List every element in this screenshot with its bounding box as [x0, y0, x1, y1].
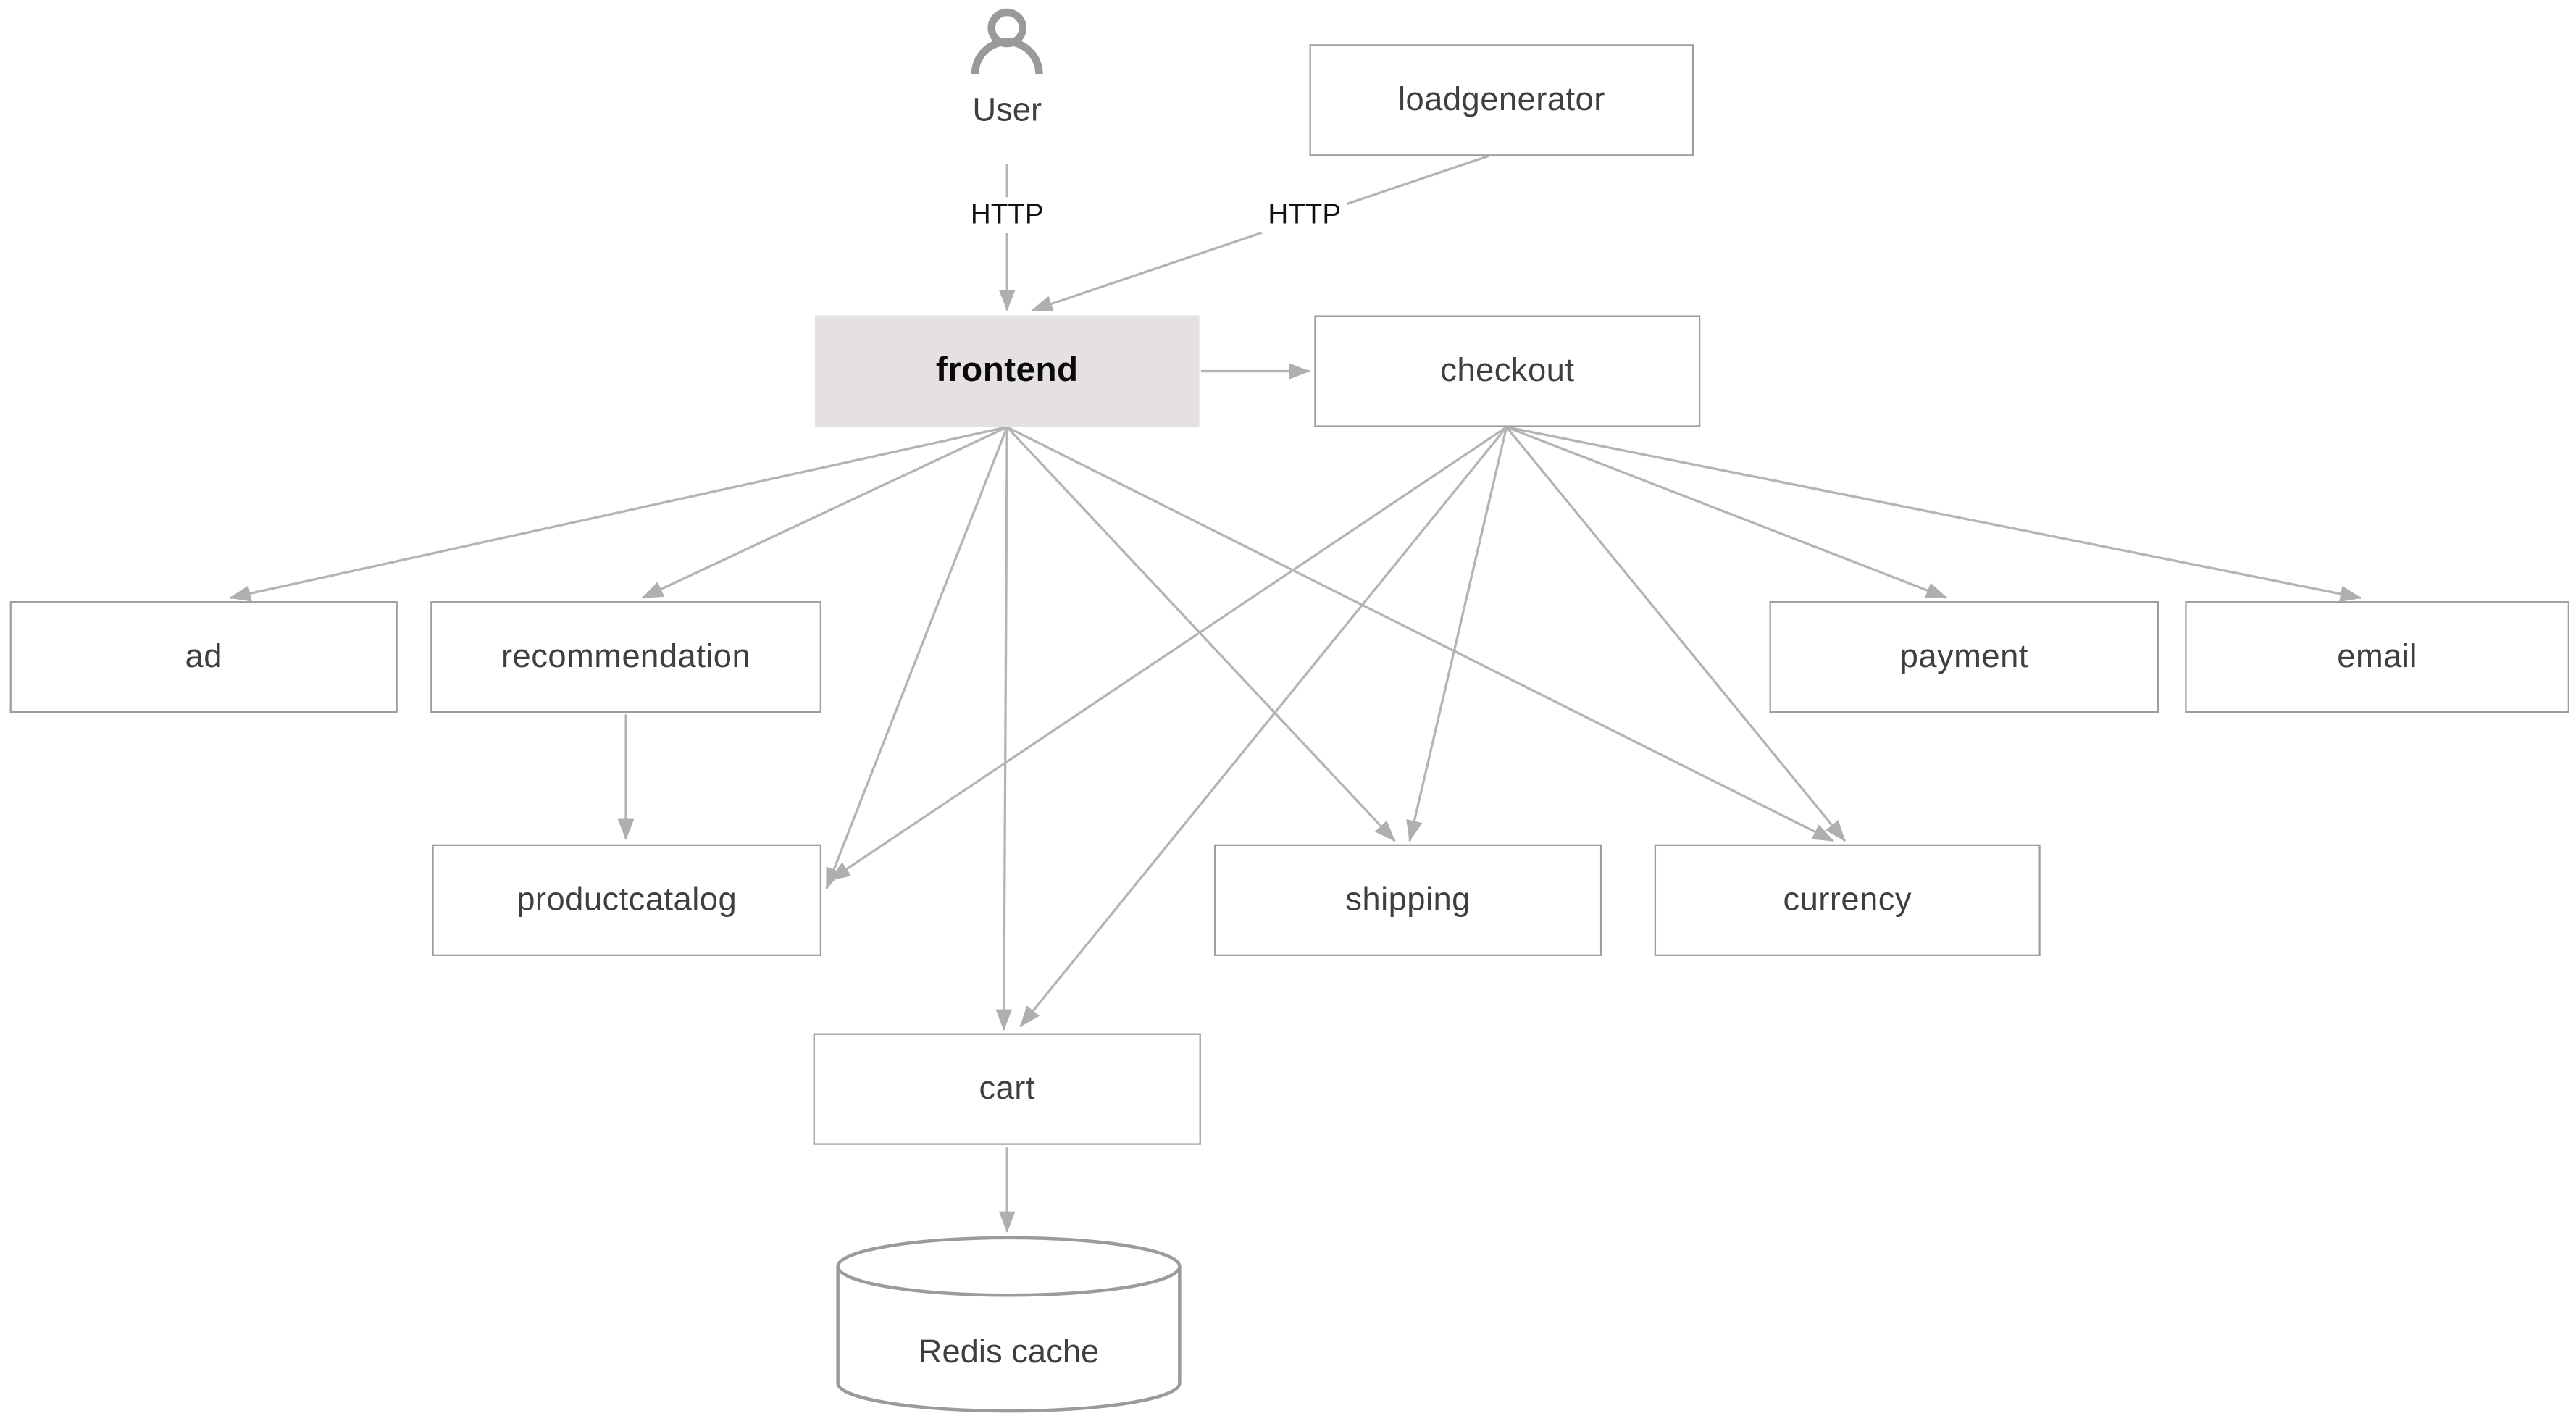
node-redis-label: Redis cache	[918, 1334, 1100, 1371]
node-email-label: email	[2337, 638, 2417, 674]
edge-label-http-user: HTTP	[963, 197, 1050, 234]
edge-checkout-to-currency	[1505, 426, 1847, 842]
edge-checkout-to-payment	[1506, 426, 1948, 600]
node-currency-label: currency	[1783, 881, 1912, 918]
database-cylinder-icon	[836, 1236, 1182, 1413]
node-checkout: checkout	[1314, 315, 1701, 427]
node-payment: payment	[1769, 601, 2159, 713]
node-payment-label: payment	[1899, 638, 2028, 674]
node-checkout-label: checkout	[1440, 352, 1575, 389]
edge-checkout-to-productcatalog	[829, 426, 1507, 881]
edge-checkout-to-shipping	[1406, 427, 1508, 842]
node-loadgenerator-label: loadgenerator	[1397, 81, 1605, 118]
edge-checkout-to-email	[1506, 426, 2362, 603]
edge-frontend-to-ad	[229, 426, 1008, 602]
node-loadgenerator: loadgenerator	[1309, 44, 1694, 156]
node-frontend: frontend	[814, 315, 1200, 427]
user-icon	[971, 8, 1043, 75]
node-frontend-label: frontend	[935, 351, 1079, 390]
node-cart-label: cart	[979, 1070, 1035, 1107]
node-ad: ad	[9, 601, 398, 713]
node-user-label: User	[972, 93, 1042, 130]
node-productcatalog-label: productcatalog	[517, 881, 737, 918]
edge-loadgenerator-to-frontend	[1031, 154, 1489, 312]
node-recommendation-label: recommendation	[501, 638, 751, 674]
edge-frontend-to-cart	[995, 427, 1013, 1031]
node-ad-label: ad	[185, 638, 222, 674]
edge-frontend-to-recommendation	[641, 426, 1008, 600]
node-recommendation: recommendation	[430, 601, 821, 713]
node-currency: currency	[1654, 844, 2041, 956]
node-productcatalog: productcatalog	[432, 844, 821, 956]
edge-frontend-to-currency	[1006, 426, 1834, 842]
node-shipping: shipping	[1213, 844, 1602, 956]
node-cart: cart	[813, 1033, 1201, 1145]
edge-frontend-to-shipping	[1006, 426, 1396, 842]
node-email: email	[2185, 601, 2569, 713]
edge-checkout-to-cart	[1019, 426, 1507, 1028]
node-shipping-label: shipping	[1345, 881, 1471, 918]
edge-frontend-to-productcatalog	[825, 427, 1008, 889]
edge-label-http-loadgenerator: HTTP	[1261, 197, 1348, 234]
